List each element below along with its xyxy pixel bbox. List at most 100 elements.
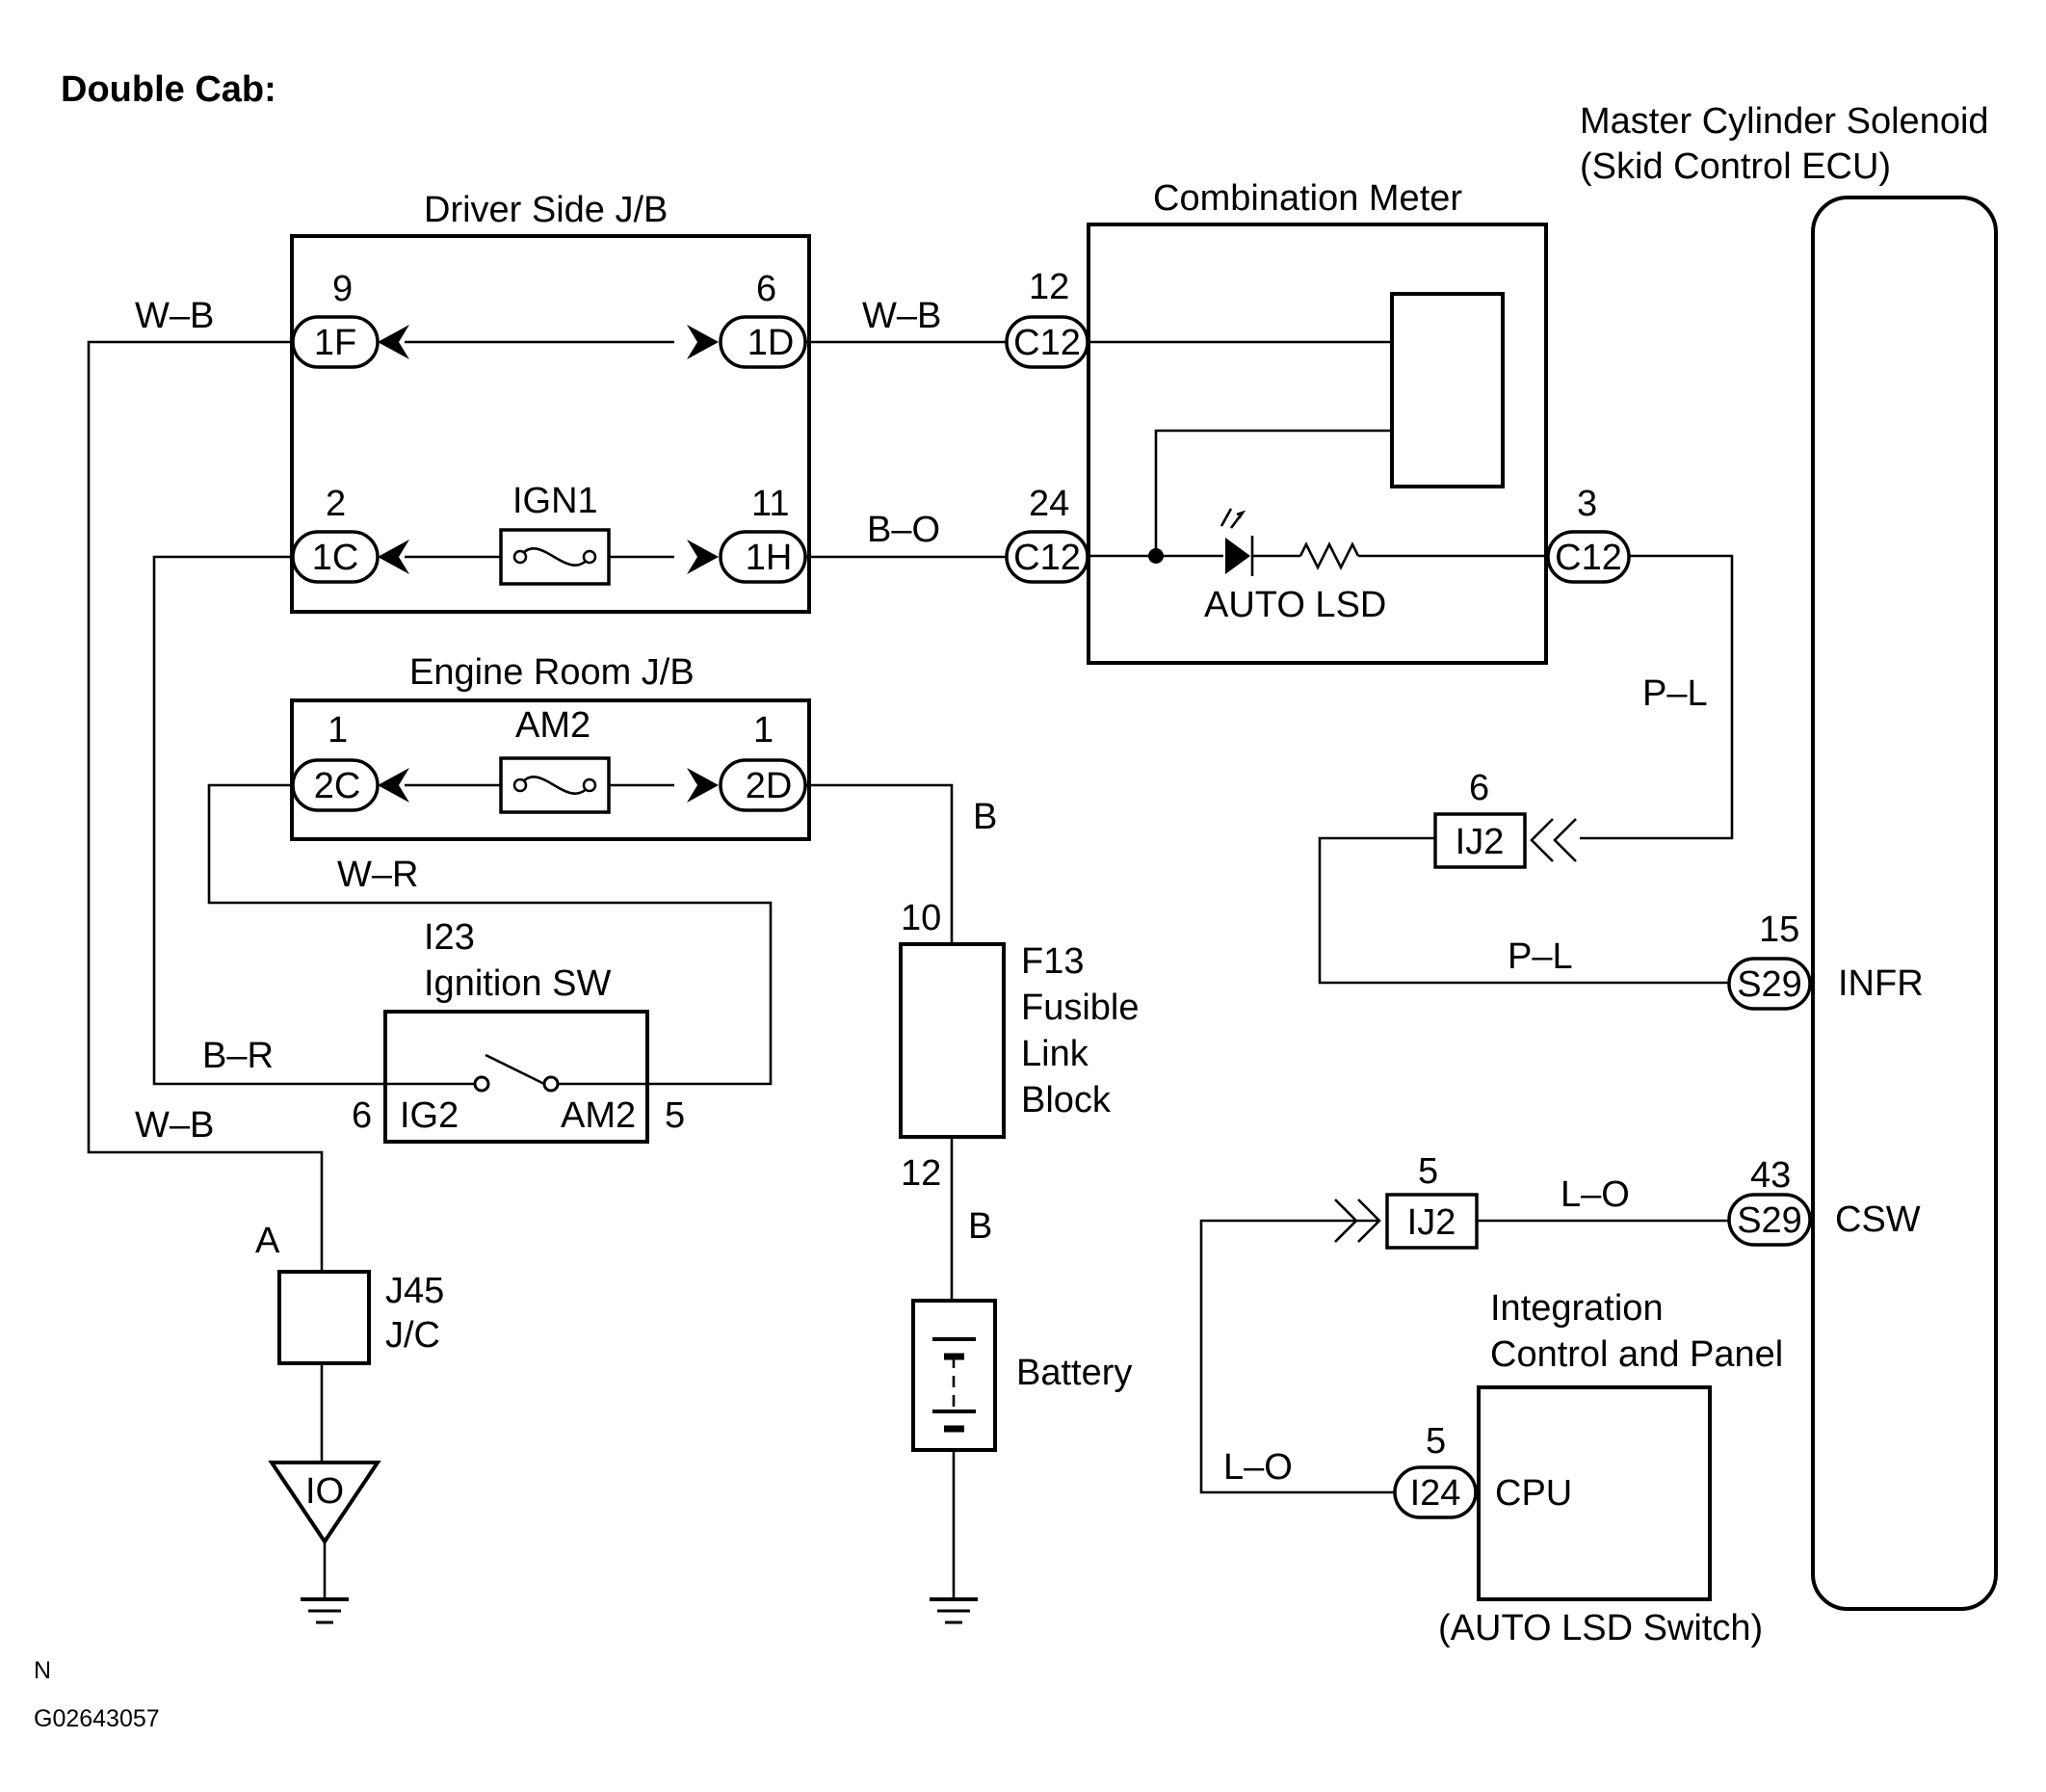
connector-ij2-5-group: IJ2 5 xyxy=(1334,1151,1479,1250)
ground-battery xyxy=(930,1450,978,1624)
auto-lsd-label: AUTO LSD xyxy=(1204,585,1386,625)
engine-jb-label: Engine Room J/B xyxy=(409,652,695,693)
terminal-infr: INFR xyxy=(1838,963,1924,1004)
wire-lo-lower xyxy=(1199,1219,1395,1494)
fusible-pin-bottom: 12 xyxy=(901,1153,941,1194)
pin-s29-15: 15 xyxy=(1759,909,1799,950)
pin-2d: 1 xyxy=(753,710,774,751)
driver-jb-box xyxy=(290,234,811,614)
wire-label-pl-horiz: P–L xyxy=(1508,936,1573,977)
connector-ij2-5-label: IJ2 xyxy=(1407,1202,1456,1243)
fusible-line1: F13 xyxy=(1021,941,1084,982)
arrow-1h-icon xyxy=(687,540,719,574)
auto-lsd-switch-label: (AUTO LSD Switch) xyxy=(1438,1608,1763,1648)
junction-dot xyxy=(1148,548,1164,564)
combination-meter: Combination Meter AUTO LSD C12 12 C12 24… xyxy=(1005,178,1631,665)
switch-pin-6: 6 xyxy=(352,1095,372,1136)
master-label-line2: (Skid Control ECU) xyxy=(1580,146,1891,187)
connector-1c-label: 1C xyxy=(312,538,359,578)
ignition-switch: I23 Ignition SW IG2 AM2 6 5 xyxy=(352,917,685,1144)
ignition-name: Ignition SW xyxy=(424,963,611,1004)
arrow-1d-icon xyxy=(687,325,719,359)
connector-1f-label: 1F xyxy=(314,323,356,363)
resistor-icon xyxy=(1298,541,1360,570)
connector-i24-label: I24 xyxy=(1410,1473,1461,1514)
driver-jb-label: Driver Side J/B xyxy=(424,190,668,230)
wire-b-upper xyxy=(805,783,954,944)
wire-label-wb-left: W–B xyxy=(135,296,214,336)
integration-control-panel: Integration Control and Panel CPU (AUTO … xyxy=(1393,1288,1783,1648)
connector-s29-15-label: S29 xyxy=(1737,964,1802,1005)
wire-pl-horiz xyxy=(1318,836,1729,985)
ignition-code: I23 xyxy=(424,917,475,958)
fusible-line3: Link xyxy=(1021,1034,1089,1074)
wire-label-lo-lower: L–O xyxy=(1223,1447,1293,1488)
driver-side-jb: Driver Side J/B IGN1 1F 9 1D 6 1C 2 1H 1… xyxy=(290,190,811,614)
ground-io: IO xyxy=(268,1461,381,1624)
jc-point-a: A xyxy=(255,1221,280,1261)
wire-label-b-upper: B xyxy=(973,797,997,837)
connector-s29-43-label: S29 xyxy=(1737,1200,1802,1241)
battery: Battery xyxy=(911,1299,1132,1452)
ground-triangle-icon xyxy=(268,1461,381,1545)
ign1-label: IGN1 xyxy=(512,481,598,521)
pin-ij2-5: 5 xyxy=(1418,1151,1438,1192)
connector-2c-label: 2C xyxy=(314,766,361,806)
master-label-line1: Master Cylinder Solenoid xyxy=(1580,101,1989,142)
pin-i24: 5 xyxy=(1426,1421,1446,1462)
arrow-1c-icon xyxy=(378,540,409,574)
ground-io-label: IO xyxy=(305,1471,344,1512)
connector-ij2-5 xyxy=(1385,1193,1479,1250)
connector-1d-label: 1D xyxy=(748,323,795,363)
pin-1d: 6 xyxy=(756,269,776,309)
ecu-box xyxy=(1811,196,1998,1611)
fusible-pin-top: 10 xyxy=(901,898,941,938)
connector-ij2-6-group: IJ2 6 xyxy=(1433,768,1577,869)
integ-box xyxy=(1477,1385,1712,1601)
wire-wr xyxy=(207,783,773,1086)
led-rays-icon xyxy=(1220,508,1246,529)
connector-2d-label: 2D xyxy=(746,766,793,806)
comb-meter-label: Combination Meter xyxy=(1153,178,1462,219)
footer-mark: N xyxy=(34,1657,51,1684)
footer-code: G02643057 xyxy=(34,1705,160,1732)
am2-fuse-label: AM2 xyxy=(515,705,590,746)
wire-br xyxy=(152,555,385,1086)
fuse-symbol-icon xyxy=(518,547,591,567)
pin-c12-3: 3 xyxy=(1577,484,1597,524)
arrow-2d-icon xyxy=(687,768,719,803)
master-cylinder-ecu: Master Cylinder Solenoid (Skid Control E… xyxy=(1580,101,1998,1611)
fusible-link-block: 10 12 F13 Fusible Link Block xyxy=(899,898,1140,1194)
connector-1h-label: 1H xyxy=(746,538,793,578)
fusible-box xyxy=(899,942,1006,1139)
jc-line1: J45 xyxy=(385,1271,444,1311)
comb-meter-box xyxy=(1087,223,1548,665)
junction-connector-j45: A J45 J/C xyxy=(255,1221,444,1365)
connector-c12-3-label: C12 xyxy=(1555,538,1622,578)
connector-c12-24-label: C12 xyxy=(1013,538,1081,578)
fuse-symbol-icon xyxy=(518,776,591,795)
pin-c12-24: 24 xyxy=(1029,484,1069,524)
pin-ij2-6: 6 xyxy=(1469,768,1489,808)
wire-label-wb-lower: W–B xyxy=(135,1105,214,1146)
arrow-1f-icon xyxy=(378,325,409,359)
integ-label-line2: Control and Panel xyxy=(1490,1334,1783,1375)
fusible-line2: Fusible xyxy=(1021,988,1140,1028)
arrow-2c-icon xyxy=(378,768,409,803)
jc-line2: J/C xyxy=(385,1315,440,1356)
switch-pin-5: 5 xyxy=(665,1095,685,1136)
connector-ij2-6-label: IJ2 xyxy=(1456,822,1505,862)
engine-jb-box xyxy=(290,698,811,841)
pin-2c: 1 xyxy=(328,710,348,751)
fusible-line4: Block xyxy=(1021,1080,1112,1120)
switch-term-am2: AM2 xyxy=(561,1095,636,1136)
wire-label-lo-upper: L–O xyxy=(1561,1174,1630,1215)
meter-gauge-block xyxy=(1390,292,1505,488)
switch-blade-icon xyxy=(485,1053,545,1086)
wire-label-bo: B–O xyxy=(867,510,940,550)
switch-term-ig2: IG2 xyxy=(400,1095,459,1136)
pin-s29-43: 43 xyxy=(1750,1155,1791,1196)
ignition-box xyxy=(383,1010,649,1144)
jc-box xyxy=(277,1270,371,1365)
